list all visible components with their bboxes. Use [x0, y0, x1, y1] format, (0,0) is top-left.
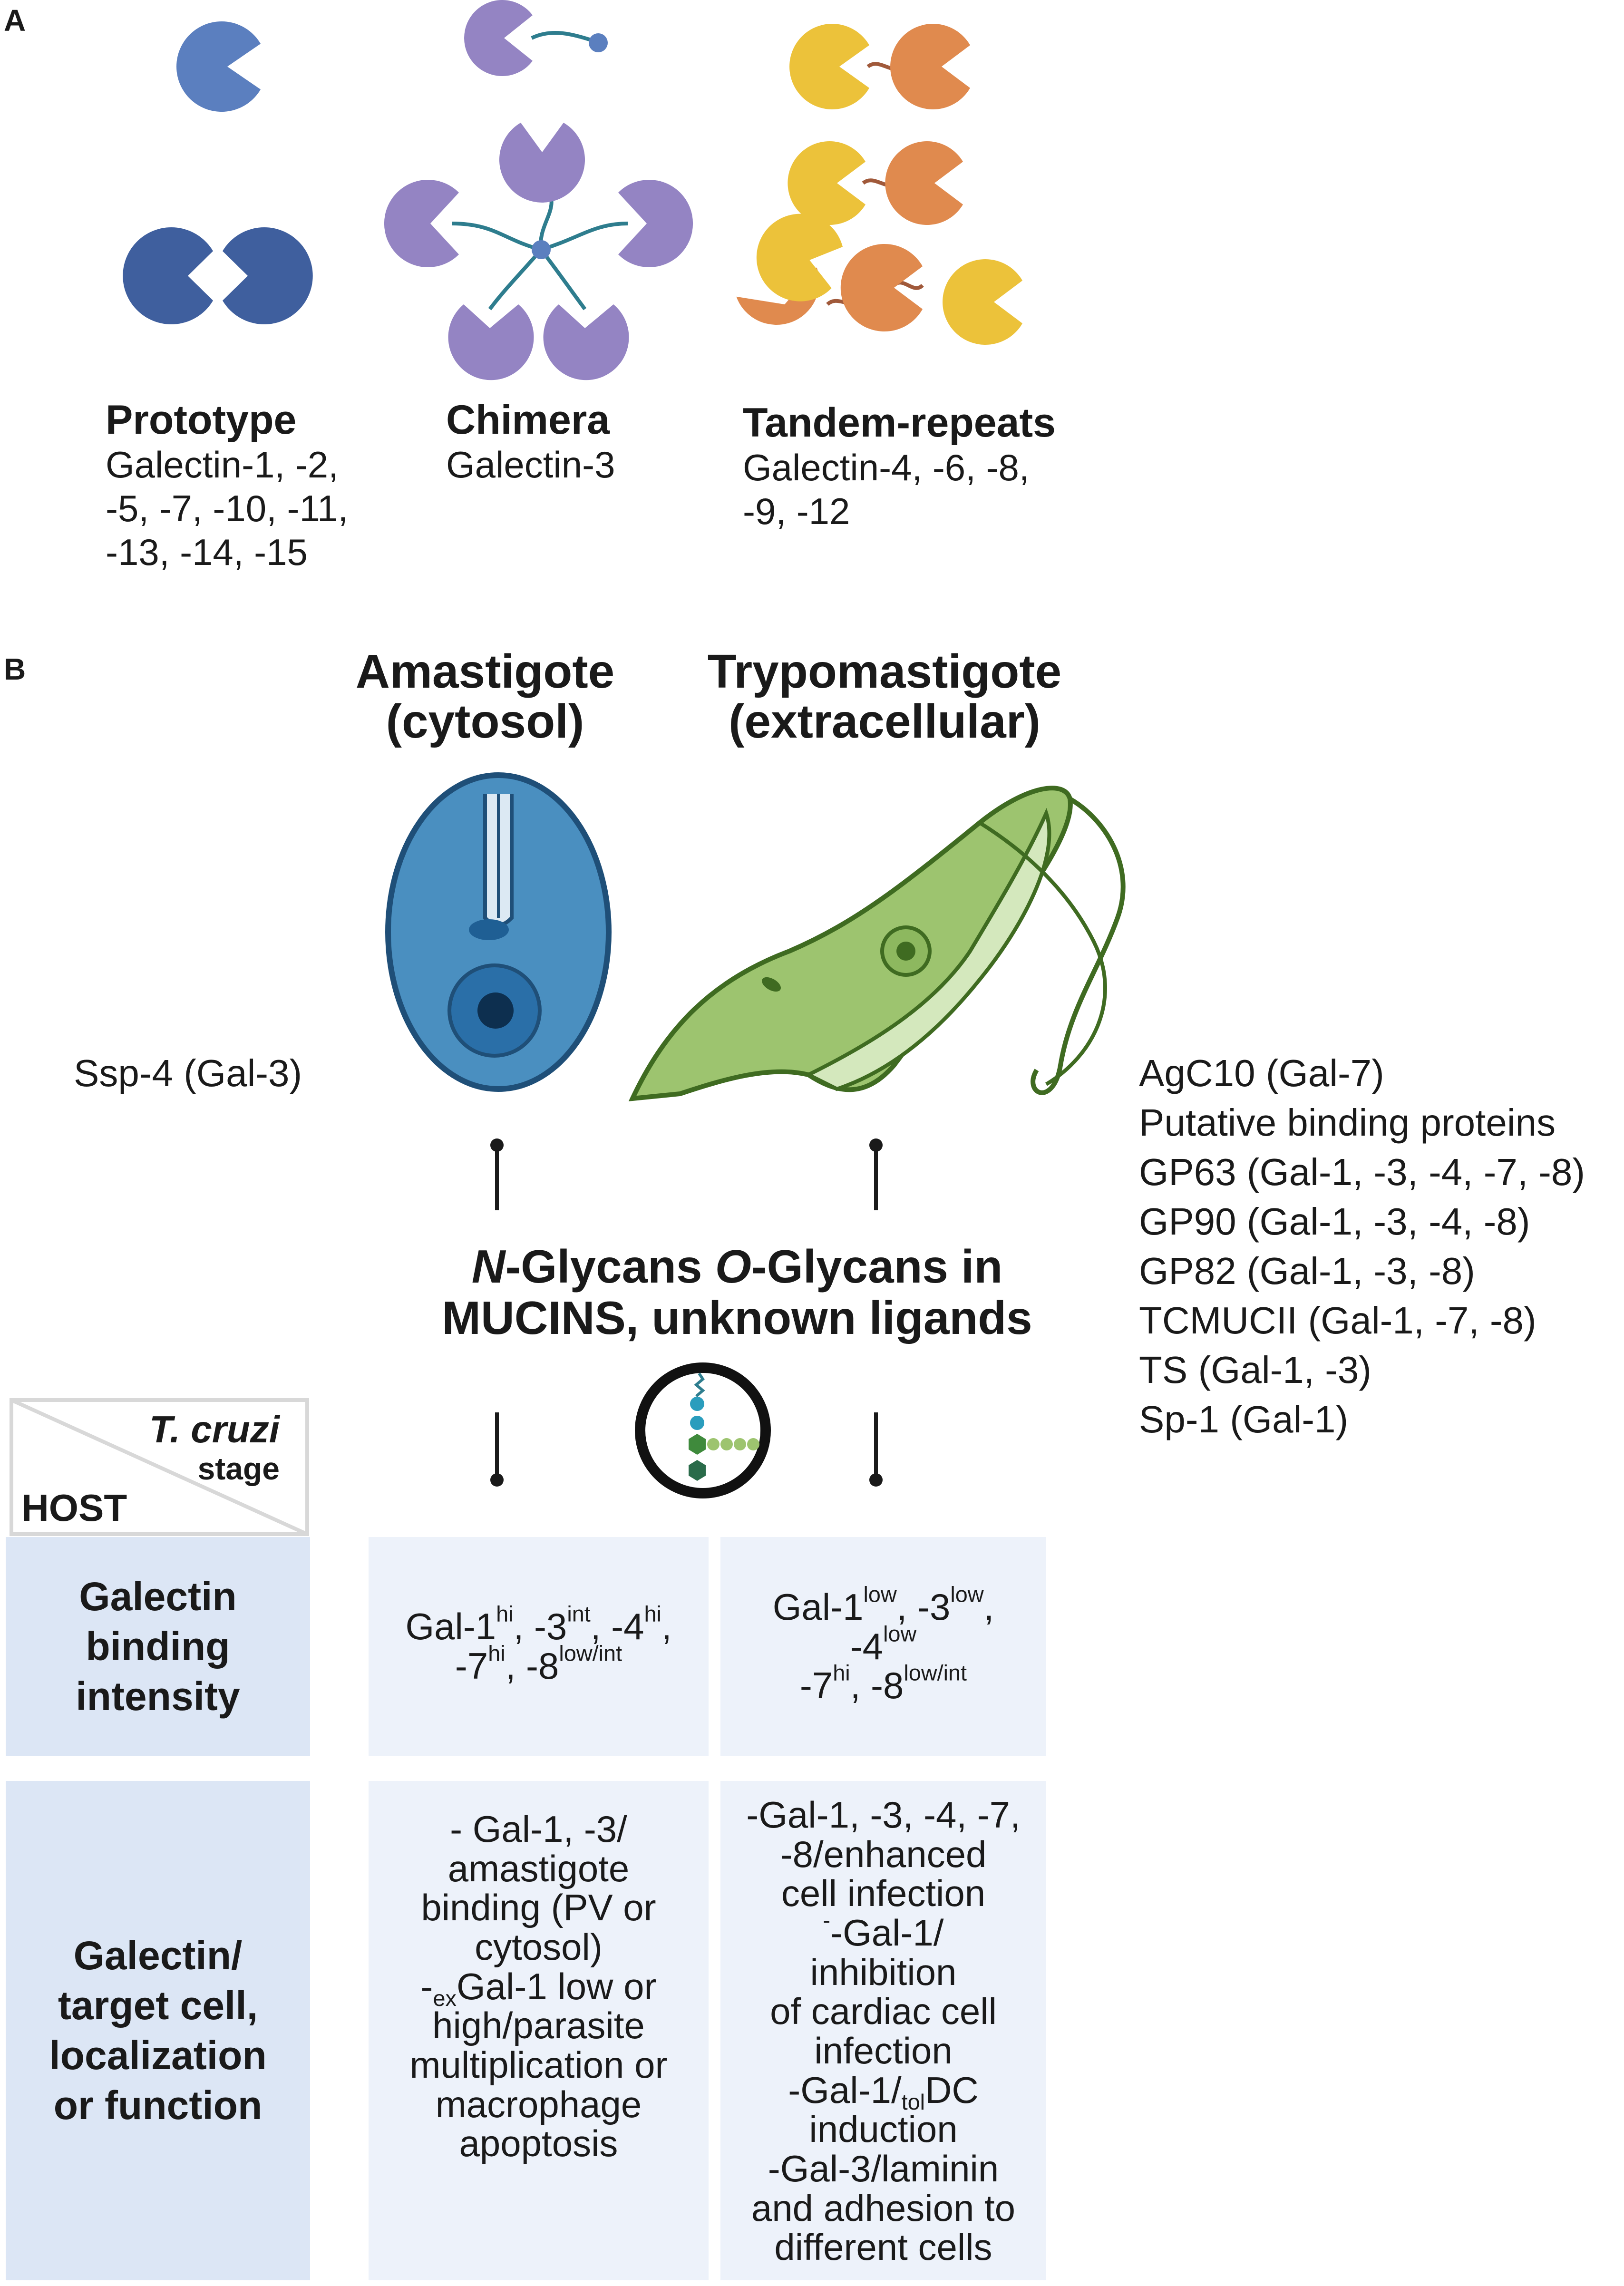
amastigote-binding-cell: Gal-1hi, -3int, -4hi, -7hi, -8low/int [369, 1537, 709, 1756]
parasite-stages-illustration [385, 772, 1126, 1498]
panel-b-label: B [4, 652, 26, 686]
corner-stage-label: T. cruzi [149, 1408, 280, 1450]
tandem-repeats-members: Galectin-4, -6, -8, -9, -12 [743, 446, 1030, 532]
protein-item: Sp-1 (Gal-1) [1139, 1398, 1349, 1440]
trypomastigote-protein-list: AgC10 (Gal-7) Putative binding proteins … [1139, 1049, 1585, 1444]
corner-host-label: HOST [21, 1487, 127, 1529]
prototype-group: Prototype Galectin-1, -2, -5, -7, -10, -… [106, 398, 348, 574]
corner-stage-word: stage [197, 1451, 280, 1486]
chimera-monomer-icon [464, 0, 608, 76]
trypomastigote-binding-cell: Gal-1low, -3low, -4low -7hi, -8low/int [720, 1537, 1046, 1756]
trypomastigote-icon [628, 786, 1126, 1101]
protein-item: TCMUCII (Gal-1, -7, -8) [1139, 1299, 1536, 1342]
o-letter: O [715, 1240, 751, 1293]
tandem-repeat-chain-icon [736, 214, 1022, 345]
tandem-repeat-icon-1 [789, 23, 970, 109]
amastigote-stage-title: Amastigote (cytosol) [355, 645, 615, 748]
row-header-target-function: Galectin/ target cell, localization or f… [6, 1781, 310, 2280]
table-corner-header: T. cruzi stage HOST [10, 1398, 309, 1536]
prototype-monomer-icon [176, 21, 261, 112]
trypomastigote-function-cell: -Gal-1, -3, -4, -7, -8/enhanced cell inf… [720, 1781, 1046, 2280]
o-glycans-text: -Glycans in [751, 1240, 1003, 1293]
trypomastigote-stage-title: Trypomastigote (extracellular) [707, 645, 1062, 748]
amastigote-icon [385, 772, 612, 1092]
tandem-repeats-group: Tandem-repeats Galectin-4, -6, -8, -9, -… [743, 400, 1056, 533]
galectin-types-illustration [123, 0, 1022, 380]
chimera-title: Chimera [446, 397, 610, 443]
trypomastigote-lower-connector [869, 1412, 883, 1487]
prototype-members: Galectin-1, -2, -5, -7, -10, -11, -13, -… [106, 443, 349, 573]
protein-item: GP90 (Gal-1, -3, -4, -8) [1139, 1200, 1530, 1243]
chimera-pentamer-icon [384, 123, 693, 380]
protein-item: Putative binding proteins [1139, 1101, 1556, 1144]
n-letter: N [471, 1240, 506, 1293]
glycans-title: N-Glycans O-Glycans in MUCINS, unknown l… [333, 1241, 1141, 1344]
amastigote-lower-connector [490, 1412, 504, 1487]
ssp4-protein-label: Ssp-4 (Gal-3) [74, 1052, 302, 1094]
amastigote-function-cell: - Gal-1, -3/ amastigote binding (PV or c… [369, 1781, 709, 2280]
trypomastigote-upper-connector [869, 1138, 883, 1210]
prototype-title: Prototype [106, 397, 297, 443]
glycan-structure-icon [635, 1362, 771, 1498]
panel-a-label: A [4, 3, 26, 38]
corner-diagonal [10, 1398, 309, 1536]
protein-item: GP82 (Gal-1, -3, -8) [1139, 1250, 1475, 1292]
amastigote-upper-connector [490, 1138, 504, 1210]
protein-item: TS (Gal-1, -3) [1139, 1349, 1371, 1391]
glycans-line2: MUCINS, unknown ligands [442, 1291, 1032, 1344]
protein-item: AgC10 (Gal-7) [1139, 1052, 1384, 1094]
chimera-group: Chimera Galectin-3 [446, 398, 615, 486]
n-glycans-text: -Glycans [505, 1240, 715, 1293]
protein-item: GP63 (Gal-1, -3, -4, -7, -8) [1139, 1151, 1585, 1193]
tandem-repeat-icon-2 [788, 141, 963, 225]
prototype-dimer-icon [123, 227, 313, 324]
chimera-members: Galectin-3 [446, 443, 615, 486]
row-header-binding-intensity: Galectin binding intensity [6, 1537, 310, 1756]
tandem-repeats-title: Tandem-repeats [743, 400, 1056, 446]
